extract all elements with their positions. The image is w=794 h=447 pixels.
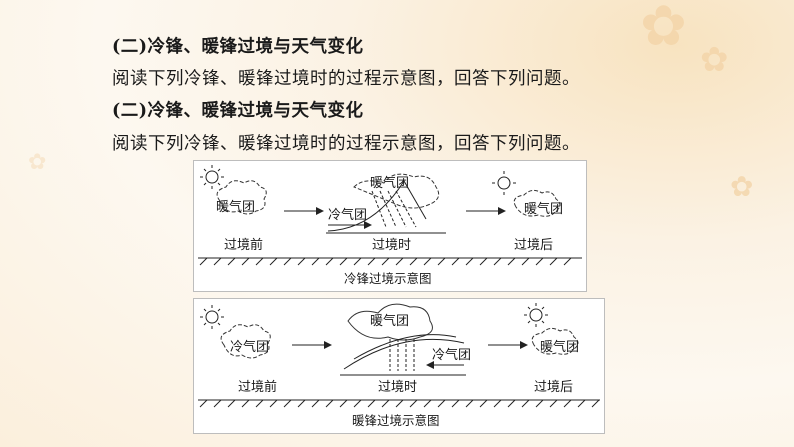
paragraph-1: 阅读下列冷锋、暖锋过境时的过程示意图，回答下列问题。 <box>112 69 580 89</box>
cold-front-during-label: 过境时 <box>372 238 411 253</box>
arrow-right-icon <box>284 207 324 215</box>
flower-decoration-1: ✿ <box>640 0 687 59</box>
arrow-right-icon <box>466 207 506 215</box>
warm-front-diagram: 冷气团 暖气团 冷气团 暖气团 过境前 过境时 过境后 <box>193 298 605 434</box>
flower-decoration-4: ✿ <box>28 150 47 175</box>
warm-front-during-label: 过境时 <box>378 380 417 395</box>
ground-hatching <box>199 257 572 266</box>
cold-front-svg: 暖气团 暖气团 冷气团 暖气团 过境前 过境时 过境后 <box>198 165 582 286</box>
cold-front-before-label: 过境前 <box>224 237 263 253</box>
cold-front-left-air: 暖气团 <box>216 199 255 215</box>
sun-icon <box>492 171 516 195</box>
cloud-icon <box>216 180 267 215</box>
warm-front-after-label: 过境后 <box>534 380 573 395</box>
cold-front-right-air: 暖气团 <box>524 201 563 217</box>
warm-front-before-label: 过境前 <box>238 379 277 395</box>
arrow-right-icon <box>328 221 372 229</box>
warm-front-svg: 冷气团 暖气团 冷气团 暖气团 过境前 过境时 过境后 <box>198 303 600 428</box>
ground-hatching <box>199 399 600 408</box>
flower-decoration-2: ✿ <box>700 40 729 80</box>
warm-front-middle-warm: 暖气团 <box>370 313 409 329</box>
cold-front-after-label: 过境后 <box>514 238 553 253</box>
warm-front-right-air: 暖气团 <box>540 339 579 355</box>
cold-front-middle-warm: 暖气团 <box>370 175 409 191</box>
warm-front-left-air: 冷气团 <box>230 339 269 355</box>
cold-front-caption: 冷锋过境示意图 <box>344 271 432 286</box>
heading-2: (二)冷锋、暖锋过境与天气变化 <box>112 101 364 121</box>
arrow-right-icon <box>488 341 528 349</box>
warm-front-middle-cold: 冷气团 <box>432 347 471 363</box>
sun-icon <box>200 305 224 329</box>
heading-1: (二)冷锋、暖锋过境与天气变化 <box>112 37 364 57</box>
sun-icon <box>200 165 224 189</box>
sun-icon <box>524 303 548 327</box>
warm-front-caption: 暖锋过境示意图 <box>352 413 440 428</box>
paragraph-2: 阅读下列冷锋、暖锋过境时的过程示意图，回答下列问题。 <box>112 134 580 154</box>
cold-front-diagram: 暖气团 暖气团 冷气团 暖气团 过境前 过境时 过境后 <box>193 160 587 292</box>
flower-decoration-3: ✿ <box>730 170 754 203</box>
cold-front-middle-cold: 冷气团 <box>328 207 367 223</box>
arrow-left-icon <box>426 361 464 369</box>
arrow-right-icon <box>292 341 332 349</box>
